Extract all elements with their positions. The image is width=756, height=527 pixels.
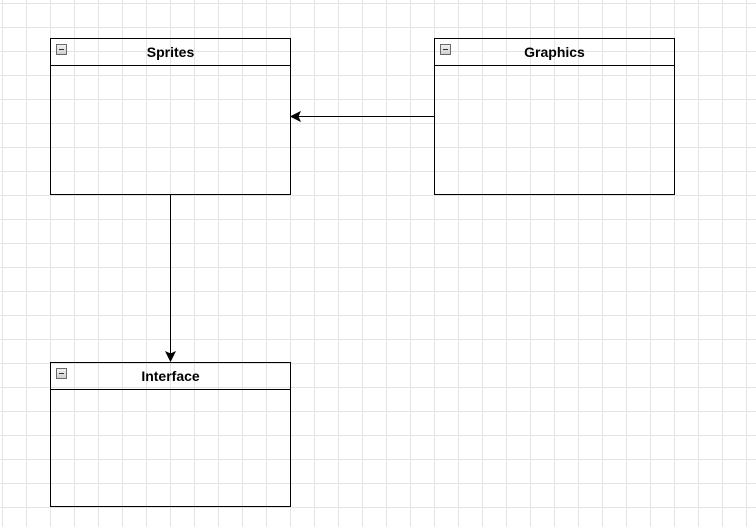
container-title: Graphics (524, 44, 585, 60)
minus-square-icon[interactable] (56, 368, 67, 379)
container-graphics[interactable]: Graphics (434, 38, 675, 195)
container-sprites[interactable]: Sprites (50, 38, 291, 195)
edge-sprites-to-interface[interactable] (164, 195, 177, 363)
container-header[interactable]: Sprites (51, 39, 290, 66)
container-header[interactable]: Graphics (435, 39, 674, 66)
arrowhead-icon (164, 350, 177, 363)
container-header[interactable]: Interface (51, 363, 290, 390)
edge-graphics-to-sprites[interactable] (289, 110, 434, 123)
minus-square-icon[interactable] (440, 44, 451, 55)
container-title: Interface (141, 368, 200, 384)
container-interface[interactable]: Interface (50, 362, 291, 507)
minus-square-icon[interactable] (56, 44, 67, 55)
arrowhead-icon (289, 110, 302, 123)
container-title: Sprites (146, 44, 195, 60)
